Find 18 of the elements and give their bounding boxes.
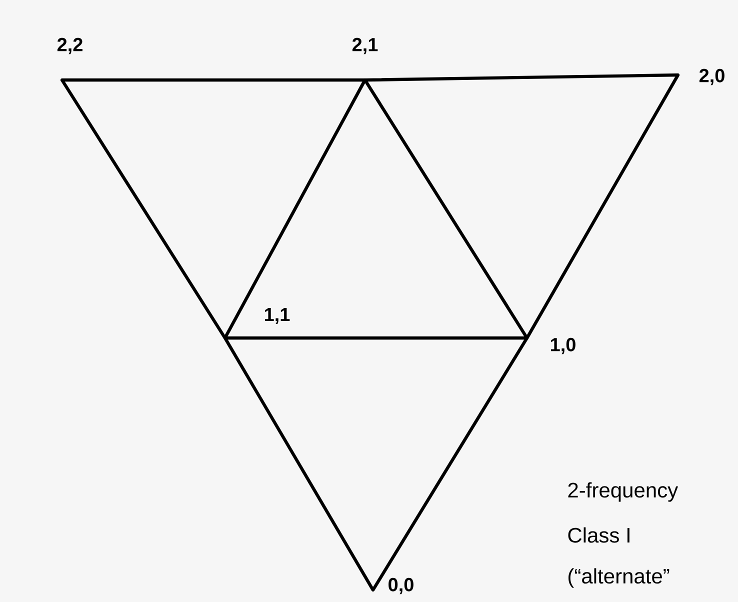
line: [364, 78, 528, 340]
vertex-label: 2,2: [57, 38, 82, 54]
line: [224, 78, 366, 340]
line: [372, 336, 528, 592]
line: [60, 78, 366, 82]
line: [526, 74, 680, 340]
line: [224, 336, 528, 340]
caption-line: Class I: [568, 527, 630, 543]
caption-line: 2-frequency: [568, 482, 678, 502]
caption-line: (“alternate”: [568, 568, 670, 588]
vertex-label: 1,1: [265, 308, 290, 324]
line: [60, 78, 226, 340]
vertex-label: 0,0: [388, 578, 414, 594]
vertex-label: 2,1: [352, 38, 378, 54]
line: [364, 73, 680, 82]
vertex-label: 1,0: [551, 338, 576, 354]
vertex-label: 2,0: [699, 68, 724, 86]
line: [224, 336, 374, 592]
